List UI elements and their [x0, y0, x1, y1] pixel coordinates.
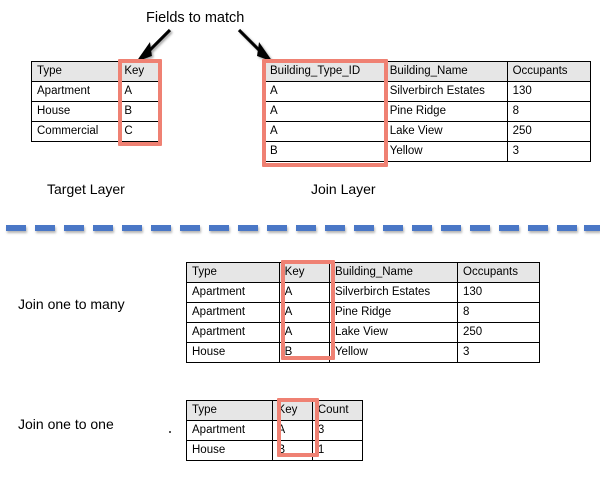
join-one-to-many-label: Join one to many [18, 296, 125, 312]
table-cell: 8 [506, 101, 592, 122]
table-cell: 3 [457, 342, 540, 363]
join-layer-table: Building_Type_ID Building_Name Occupants… [264, 61, 592, 162]
table-cell: B [278, 342, 330, 363]
column-header: Key [271, 400, 313, 421]
table-cell: Silverbirch Estates [328, 282, 459, 303]
table-cell: 250 [506, 121, 592, 142]
table-cell: A [264, 101, 385, 122]
table-cell: Lake View [328, 322, 459, 343]
join-one-to-one-label: Join one to one [18, 416, 114, 432]
table-cell: Pine Ridge [383, 101, 508, 122]
table-cell: Silverbirch Estates [383, 81, 508, 102]
table-cell: A [278, 302, 330, 323]
table-header-row: Building_Type_ID Building_Name Occupants [264, 61, 592, 82]
arrow-down-right-icon [237, 28, 273, 62]
table-cell: 130 [457, 282, 540, 303]
table-cell: Pine Ridge [328, 302, 459, 323]
table-cell: B [118, 101, 160, 122]
fields-to-match-callout: Fields to match [146, 10, 245, 26]
table-header-row: Type Key Count [186, 400, 364, 421]
table-cell: C [118, 121, 160, 142]
table-cell: B [264, 141, 385, 162]
table-row: A Pine Ridge 8 [264, 101, 592, 122]
table-cell: Commercial [30, 121, 120, 142]
table-cell: Yellow [383, 141, 508, 162]
column-header: Building_Name [328, 262, 459, 283]
table-cell: 3 [506, 141, 592, 162]
table-cell: Apartment [186, 322, 280, 343]
table-row: House B [30, 101, 160, 122]
stray-dot [169, 431, 171, 433]
table-row: Apartment A Lake View 250 [186, 322, 540, 343]
column-header: Key [118, 61, 160, 82]
table-cell: A [271, 420, 313, 441]
arrow-down-left-icon [136, 28, 172, 62]
column-header: Occupants [457, 262, 540, 283]
table-row: Apartment A [30, 81, 160, 102]
table-cell: 3 [311, 420, 364, 441]
column-header: Key [278, 262, 330, 283]
table-cell: A [264, 121, 385, 142]
target-layer-label: Target Layer [47, 181, 125, 197]
table-cell: A [278, 322, 330, 343]
column-header: Type [186, 262, 280, 283]
table-row: B Yellow 3 [264, 141, 592, 162]
table-cell: 130 [506, 81, 592, 102]
table-row: House B 1 [186, 440, 364, 461]
column-header: Type [30, 61, 120, 82]
table-cell: A [264, 81, 385, 102]
table-cell: Apartment [186, 420, 273, 441]
table-row: A Lake View 250 [264, 121, 592, 142]
section-divider [6, 225, 600, 231]
table-row: A Silverbirch Estates 130 [264, 81, 592, 102]
table-row: Commercial C [30, 121, 160, 142]
table-cell: 8 [457, 302, 540, 323]
table-cell: Yellow [328, 342, 459, 363]
table-header-row: Type Key Building_Name Occupants [186, 262, 540, 283]
table-cell: A [278, 282, 330, 303]
table-cell: 1 [311, 440, 364, 461]
table-cell: Apartment [186, 302, 280, 323]
table-row: Apartment A 3 [186, 420, 364, 441]
target-layer-table: Type Key Apartment A House B Commercial … [30, 61, 160, 142]
column-header: Count [311, 400, 364, 421]
table-header-row: Type Key [30, 61, 160, 82]
column-header: Building_Name [383, 61, 508, 82]
table-cell: A [118, 81, 160, 102]
join-one-to-one-table: Type Key Count Apartment A 3 House B 1 [186, 400, 364, 461]
table-cell: Apartment [186, 282, 280, 303]
column-header: Occupants [506, 61, 592, 82]
table-cell: B [271, 440, 313, 461]
column-header: Building_Type_ID [264, 61, 385, 82]
join-one-to-many-table: Type Key Building_Name Occupants Apartme… [186, 262, 540, 363]
column-header: Type [186, 400, 273, 421]
table-row: Apartment A Silverbirch Estates 130 [186, 282, 540, 303]
table-cell: House [30, 101, 120, 122]
table-cell: House [186, 440, 273, 461]
table-cell: Apartment [30, 81, 120, 102]
table-cell: 250 [457, 322, 540, 343]
table-row: House B Yellow 3 [186, 342, 540, 363]
join-layer-label: Join Layer [311, 181, 376, 197]
table-cell: House [186, 342, 280, 363]
table-cell: Lake View [383, 121, 508, 142]
table-row: Apartment A Pine Ridge 8 [186, 302, 540, 323]
